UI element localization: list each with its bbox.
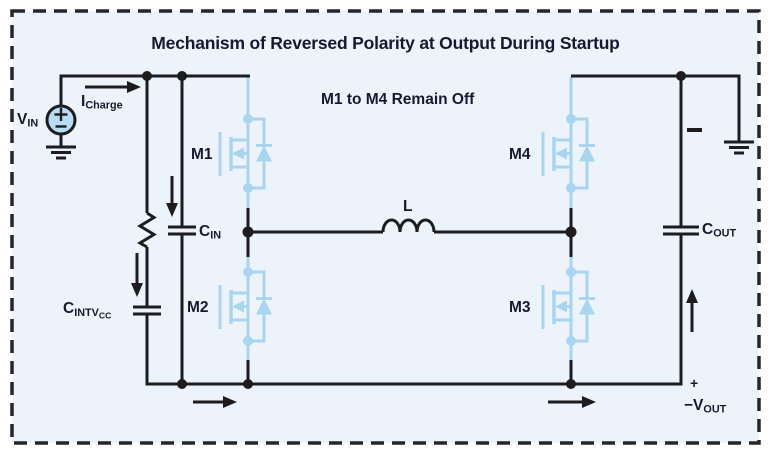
m1-label: M1 — [191, 146, 213, 163]
cout-current-arrow — [686, 289, 698, 332]
wire-bottom-rail — [145, 234, 683, 386]
cin-label: CIN — [199, 223, 222, 242]
output-plus-label: + — [690, 375, 699, 391]
output-vout-label: −VOUT — [684, 397, 727, 416]
bottom-right-current-arrow — [548, 396, 596, 408]
m2-label: M2 — [187, 299, 209, 316]
icharge-arrow — [85, 81, 141, 93]
diagram-border — [10, 9, 761, 445]
diagram-title: Mechanism of Reversed Polarity at Output… — [151, 33, 620, 53]
cintvcc-label: CINTVCC — [63, 300, 112, 321]
m4-label: M4 — [509, 146, 531, 163]
bottom-left-current-arrow — [193, 396, 237, 408]
cout-label: COUT — [702, 221, 737, 240]
icharge-label: ICharge — [81, 93, 123, 112]
ground-icon-right — [724, 140, 754, 155]
current-arrows — [85, 81, 698, 408]
resistor — [137, 211, 157, 249]
inductor-label: L — [403, 198, 413, 215]
cin-current-arrow — [166, 176, 178, 217]
vin-label: VIN — [17, 111, 39, 130]
ground-icon-left — [46, 134, 76, 160]
vin-source — [45, 104, 77, 136]
junction-dots — [142, 71, 686, 389]
m3-label: M3 — [509, 299, 531, 316]
wire-output-top-rail — [571, 74, 741, 142]
annotation-mosfets-off: M1 to M4 Remain Off — [321, 91, 475, 108]
inductor — [381, 218, 436, 233]
resistor-current-arrow — [131, 253, 143, 297]
